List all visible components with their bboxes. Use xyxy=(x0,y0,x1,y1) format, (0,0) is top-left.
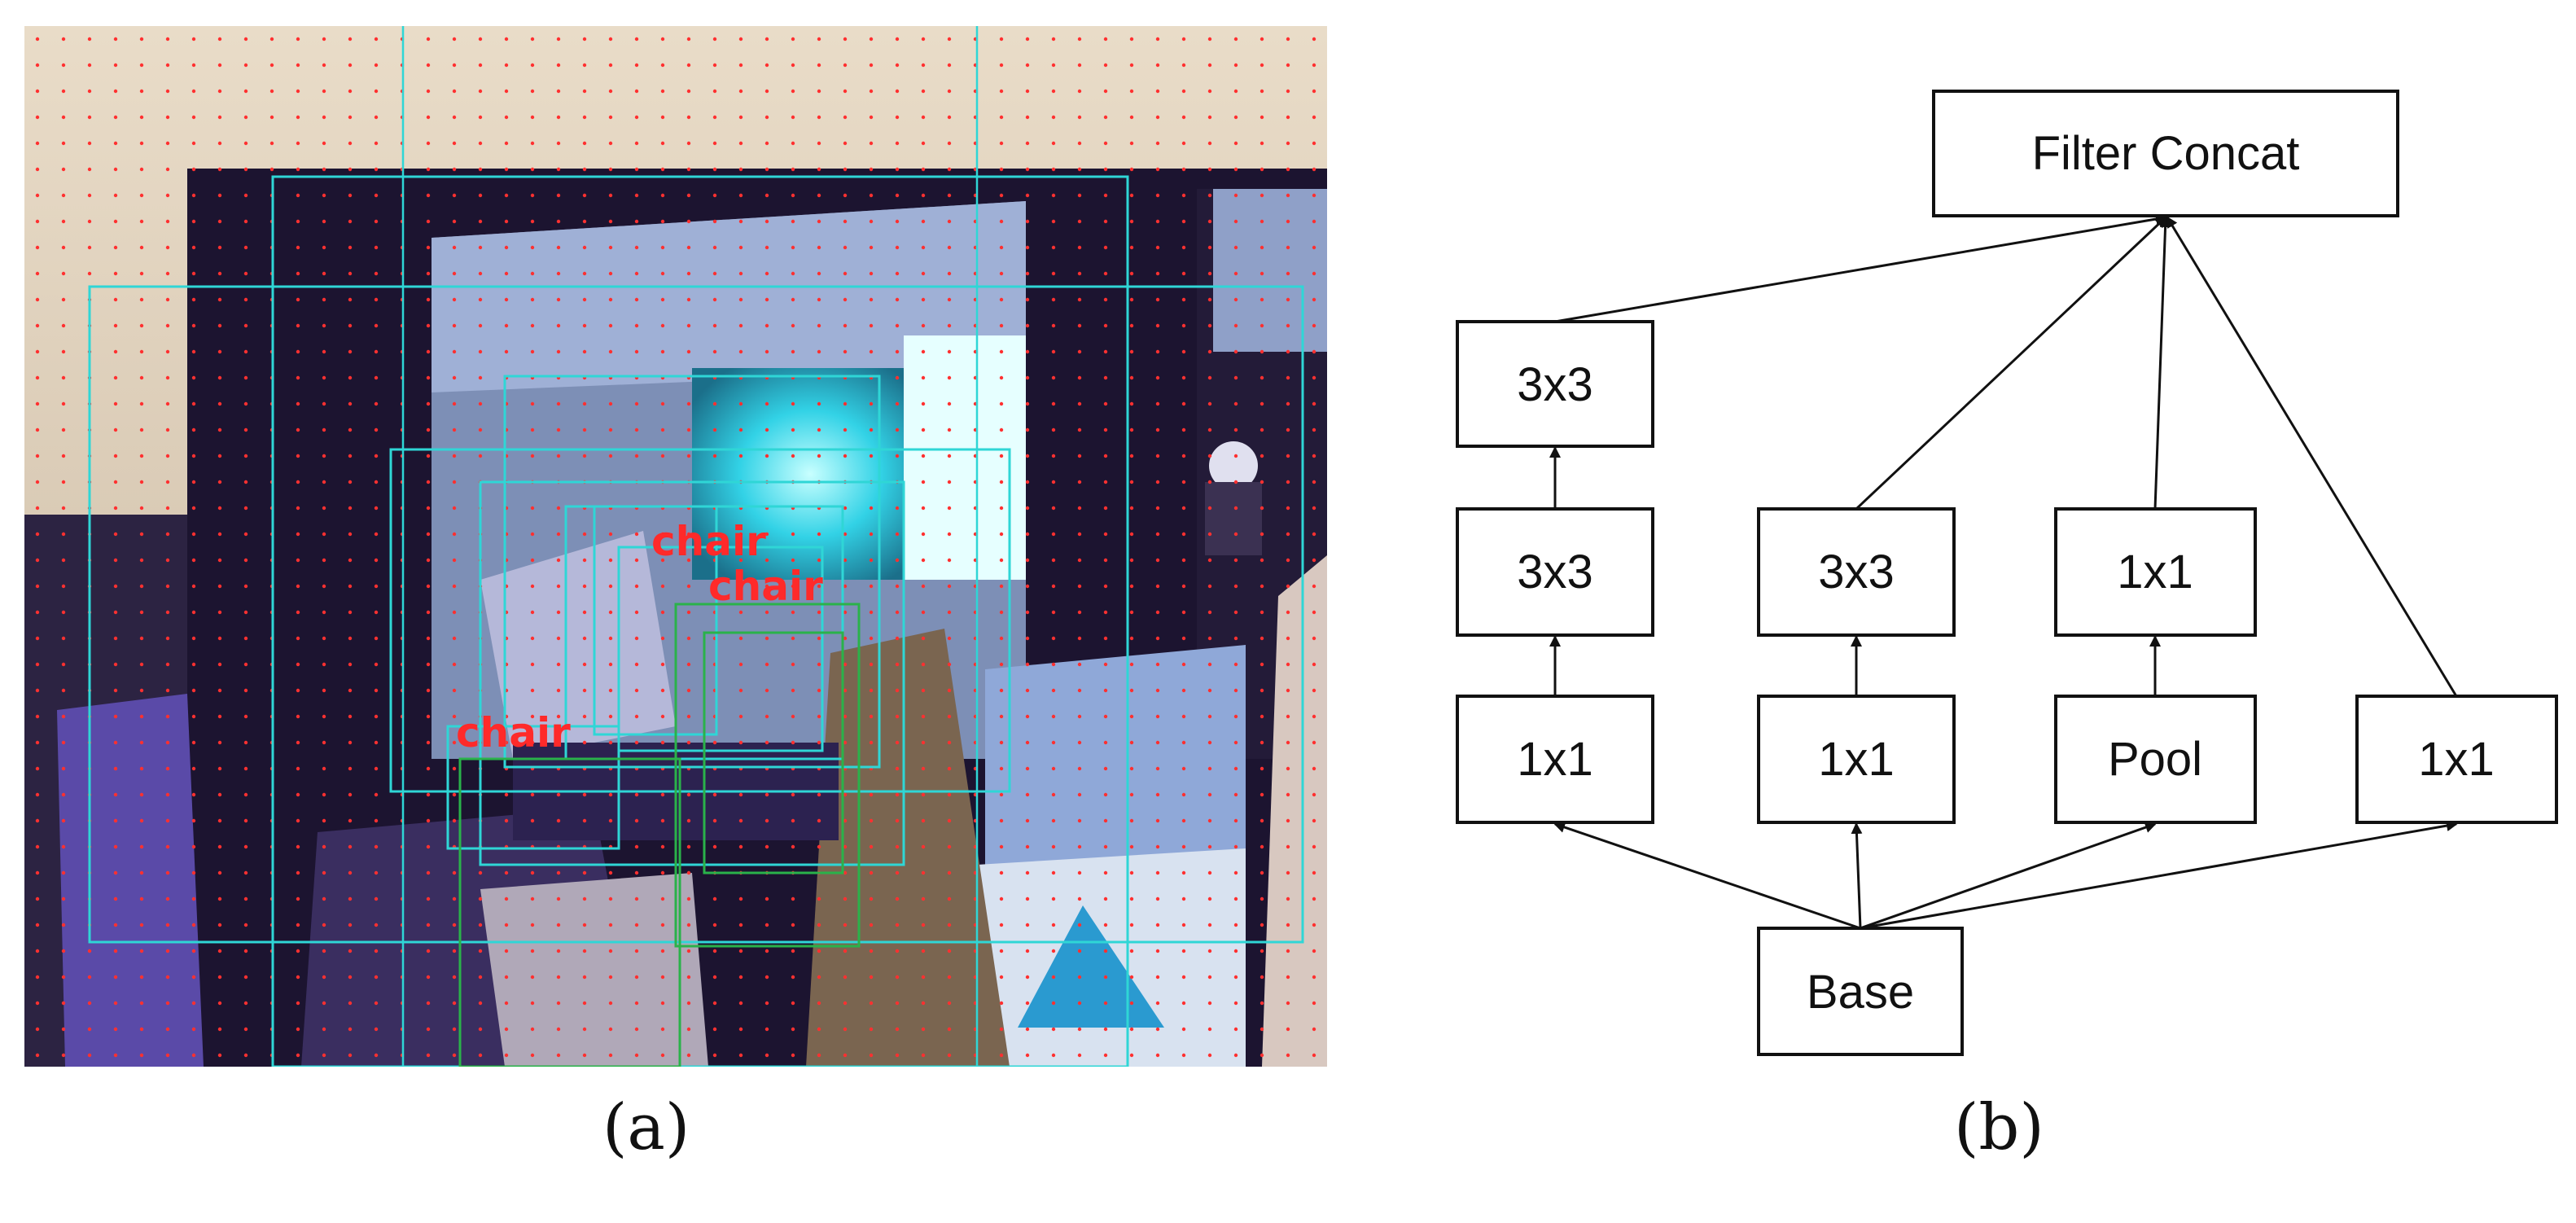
detection-box xyxy=(446,725,620,850)
detection-box xyxy=(479,480,905,866)
node-b1-bot-label: 1x1 xyxy=(1517,733,1593,786)
node-b4-bot-box xyxy=(2355,695,2558,824)
detection-label: chair xyxy=(456,709,571,756)
caption-a: (a) xyxy=(602,1091,690,1164)
detection-labels: chair chair chair xyxy=(456,518,823,756)
detection-box xyxy=(458,757,681,1067)
node-b2-mid-label: 3x3 xyxy=(1818,546,1895,598)
node-b1-top-box xyxy=(1456,320,1654,448)
detection-box xyxy=(593,505,718,736)
node-b3-mid-box xyxy=(2054,507,2257,637)
edge-b2-mid-to-concat xyxy=(1855,216,2167,511)
node-b2-bot-label: 1x1 xyxy=(1818,733,1895,786)
detection-box xyxy=(88,285,1304,944)
guide-lines xyxy=(401,26,979,1067)
node-b1-mid-box xyxy=(1456,507,1654,637)
node-b3-mid-label: 1x1 xyxy=(2117,546,2193,598)
detection-image-panel: chair chair chair xyxy=(24,26,1327,1067)
diagram-labels: Filter Concat 3x3 3x3 3x3 1x1 1x1 1x1 Po… xyxy=(1517,127,2495,1019)
node-b1-mid-label: 3x3 xyxy=(1517,546,1593,598)
edge-base-to-b2 xyxy=(1851,822,1863,929)
edge-base-to-b4 xyxy=(1860,820,2458,930)
node-base-box xyxy=(1757,927,1964,1056)
node-b3-bot-box xyxy=(2054,695,2257,824)
node-b1-top-label: 3x3 xyxy=(1517,358,1593,411)
green-box-group xyxy=(458,603,861,1067)
edge-b3-mid-to-concat xyxy=(2153,216,2171,510)
node-base-label: Base xyxy=(1807,966,1914,1019)
node-filter-concat-label: Filter Concat xyxy=(2032,127,2300,180)
diagram-nodes xyxy=(1456,90,2558,1056)
node-b3-bot-label: Pool xyxy=(2108,733,2202,786)
node-filter-concat-box xyxy=(1932,90,2399,217)
detection-box xyxy=(271,175,1129,1067)
detection-box xyxy=(389,448,1011,793)
edge-base-to-b1 xyxy=(1553,822,1861,930)
node-b2-mid-box xyxy=(1757,507,1956,637)
edge-b1-top-to-concat xyxy=(1554,213,2167,323)
inception-block-diagram: Filter Concat 3x3 3x3 3x3 1x1 1x1 1x1 Po… xyxy=(1433,81,2576,1099)
edge-b4-to-concat xyxy=(2166,216,2458,697)
cyan-box-group xyxy=(88,175,1304,1067)
detection-label: chair xyxy=(708,563,823,610)
diagram-edges xyxy=(1549,213,2458,930)
edge-base-to-b3 xyxy=(1860,822,2157,930)
node-b2-bot-box xyxy=(1757,695,1956,824)
inception-block-svg: Filter Concat 3x3 3x3 3x3 1x1 1x1 1x1 Po… xyxy=(1456,90,2558,1056)
node-b1-bot-box xyxy=(1456,695,1654,824)
detection-box xyxy=(703,631,844,875)
detection-photo: chair chair chair xyxy=(24,26,1327,1067)
detection-label: chair xyxy=(651,518,766,565)
detection-box xyxy=(617,546,824,752)
caption-b: (b) xyxy=(1954,1091,2044,1164)
detection-box xyxy=(674,603,861,948)
node-b4-bot-label: 1x1 xyxy=(2418,733,2495,786)
detection-box xyxy=(503,375,881,769)
